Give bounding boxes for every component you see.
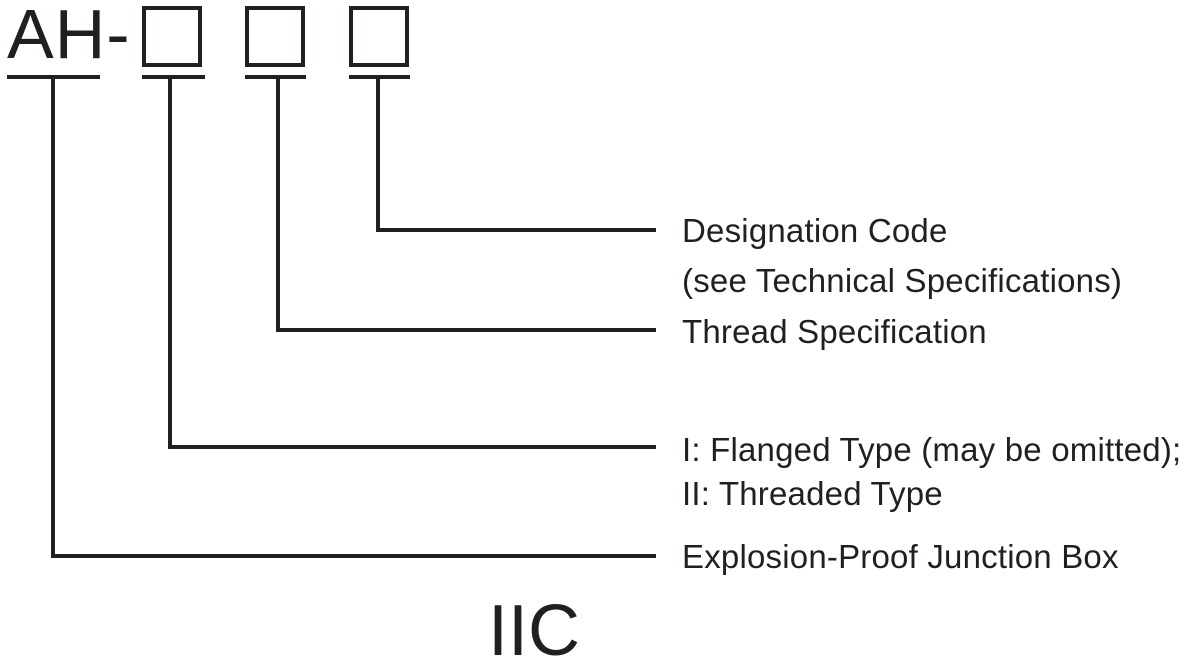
- callout-thread-specification: Thread Specification: [682, 313, 987, 350]
- leader-horizontal-thread-specification: [276, 328, 656, 332]
- underline-box-2: [245, 75, 306, 79]
- leader-vertical-thread-specification: [276, 75, 280, 332]
- code-placeholder-box-2: [245, 6, 305, 67]
- code-placeholder-box-1: [142, 6, 202, 67]
- callout-box-type-line-2: II: Threaded Type: [682, 475, 943, 512]
- callout-designation-code-line-2: (see Technical Specifications): [682, 262, 1123, 299]
- gas-group-label: IIC: [488, 591, 581, 663]
- leader-horizontal-box-type: [168, 445, 656, 449]
- callout-product: Explosion-Proof Junction Box: [682, 538, 1119, 575]
- callout-designation-code-line-1: Designation Code: [682, 212, 948, 249]
- code-placeholder-box-3: [349, 6, 409, 67]
- leader-vertical-product: [51, 75, 55, 558]
- model-prefix-text: AH-: [7, 0, 131, 73]
- callout-box-type-line-1: I: Flanged Type (may be omitted);: [682, 431, 1182, 468]
- leader-vertical-box-type: [168, 75, 172, 449]
- leader-vertical-designation-code: [376, 75, 380, 232]
- leader-horizontal-designation-code: [376, 228, 656, 232]
- underline-box-1: [142, 75, 205, 79]
- leader-horizontal-product: [51, 554, 656, 558]
